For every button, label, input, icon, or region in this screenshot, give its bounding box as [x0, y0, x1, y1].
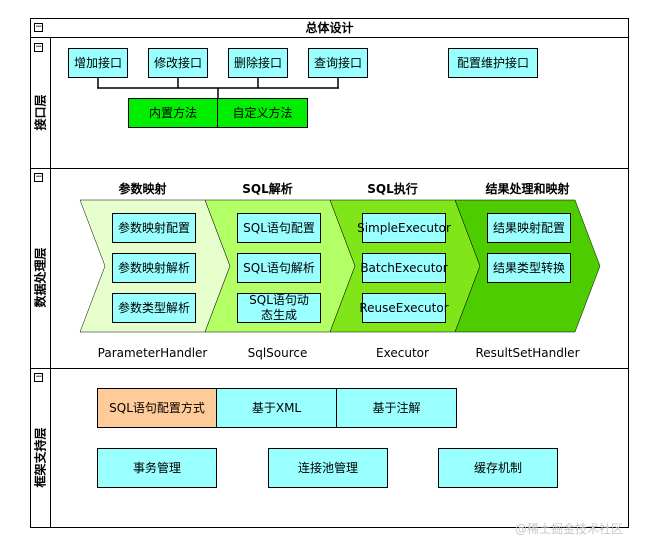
- interface-lane-collapse-toggle[interactable]: −: [34, 42, 43, 52]
- stage-title-sql-exec: SQL执行: [367, 182, 418, 196]
- reuse-executor-box[interactable]: ReuseExecutor: [359, 293, 449, 323]
- connection-pool-box[interactable]: 连接池管理: [268, 448, 388, 488]
- title-row: [30, 18, 629, 38]
- param-mapping-parse-box[interactable]: 参数映射解析: [112, 253, 196, 283]
- diagram-frame: [30, 18, 629, 528]
- lane-divider-2: [30, 368, 629, 369]
- result-type-convert-box[interactable]: 结果类型转换: [487, 253, 571, 283]
- diagram-title: 总体设计: [305, 21, 354, 35]
- label-column-divider: [50, 38, 51, 528]
- batch-executor-box[interactable]: BatchExecutor: [360, 253, 448, 283]
- sql-statement-config-box[interactable]: SQL语句配置: [237, 213, 321, 243]
- lane-divider-1: [30, 168, 629, 169]
- stage-title-sql-parse: SQL解析: [242, 182, 293, 196]
- api-update-button[interactable]: 修改接口: [148, 48, 208, 78]
- api-delete-button[interactable]: 删除接口: [228, 48, 288, 78]
- param-mapping-config-box[interactable]: 参数映射配置: [112, 213, 196, 243]
- sql-statement-parse-box[interactable]: SQL语句解析: [237, 253, 321, 283]
- stage-title-param-mapping: 参数映射: [118, 182, 167, 196]
- sql-dynamic-generate-box[interactable]: SQL语句动态生成: [237, 293, 321, 323]
- api-add-button[interactable]: 增加接口: [68, 48, 128, 78]
- simple-executor-box[interactable]: SimpleExecutor: [357, 213, 451, 243]
- data-lane-collapse-toggle[interactable]: −: [34, 172, 43, 182]
- result-mapping-config-box[interactable]: 结果映射配置: [487, 213, 571, 243]
- api-config-maintenance-button[interactable]: 配置维护接口: [448, 48, 538, 78]
- watermark-text: @稀土掘金技术社区: [515, 522, 624, 536]
- handler-label-sqlsource: SqlSource: [247, 346, 308, 360]
- stage-title-result-mapping: 结果处理和映射: [485, 182, 570, 196]
- sql-config-method-box[interactable]: SQL语句配置方式: [97, 388, 217, 428]
- api-query-button[interactable]: 查询接口: [308, 48, 368, 78]
- framework-lane-collapse-toggle[interactable]: −: [34, 372, 43, 382]
- builtin-method-box[interactable]: 内置方法: [128, 98, 218, 128]
- handler-label-executor: Executor: [376, 346, 429, 360]
- cache-mechanism-box[interactable]: 缓存机制: [438, 448, 558, 488]
- title-collapse-toggle[interactable]: −: [34, 22, 43, 32]
- param-type-parse-box[interactable]: 参数类型解析: [112, 293, 196, 323]
- annotation-based-box[interactable]: 基于注解: [336, 388, 457, 428]
- xml-based-box[interactable]: 基于XML: [216, 388, 337, 428]
- handler-label-parameter: ParameterHandler: [97, 346, 208, 360]
- transaction-management-box[interactable]: 事务管理: [97, 448, 217, 488]
- handler-label-resultset: ResultSetHandler: [475, 346, 580, 360]
- custom-method-box[interactable]: 自定义方法: [217, 98, 308, 128]
